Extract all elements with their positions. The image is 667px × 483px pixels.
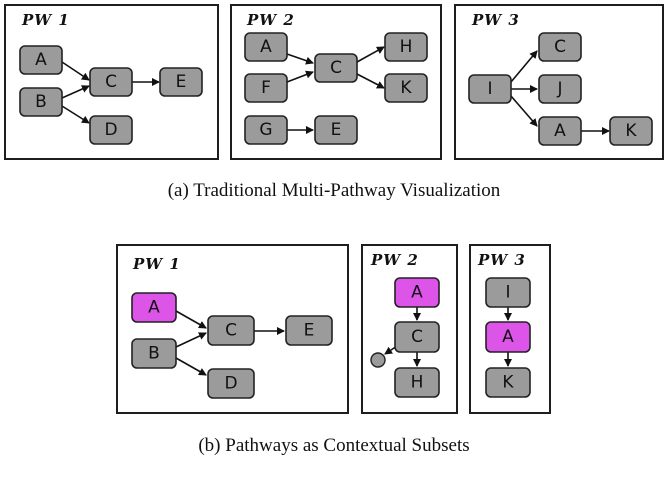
node-i: I: [485, 277, 531, 308]
figure-a: PW 1 A B C E D PW 2 A F C H K G E: [4, 4, 664, 201]
svg-text:A: A: [502, 327, 514, 347]
panel-title: PW 1: [132, 255, 181, 273]
svg-text:C: C: [411, 327, 423, 347]
node-i: I: [468, 74, 512, 104]
node-j: J: [538, 74, 582, 104]
context-node-dot: [370, 352, 386, 368]
caption-a: (a) Traditional Multi-Pathway Visualizat…: [168, 180, 501, 201]
node-h: H: [394, 367, 440, 398]
node-f: F: [244, 73, 288, 103]
svg-text:K: K: [502, 373, 514, 393]
svg-text:A: A: [260, 37, 272, 57]
node-c: C: [394, 321, 440, 353]
panel-a-pw3: PW 3 C I J A K: [454, 4, 664, 160]
node-c: C: [207, 315, 255, 346]
node-a: A: [19, 45, 63, 75]
svg-text:D: D: [224, 374, 237, 394]
node-c: C: [538, 32, 582, 62]
svg-text:C: C: [554, 37, 566, 57]
svg-text:J: J: [556, 79, 562, 99]
panel-a-pw1: PW 1 A B C E D: [4, 4, 219, 160]
node-e: E: [314, 115, 358, 145]
node-k: K: [609, 116, 653, 146]
caption-b: (b) Pathways as Contextual Subsets: [198, 435, 469, 456]
figure-b: PW 1 A B C E D PW 2 A C H PW 3: [116, 244, 551, 456]
node-d: D: [89, 115, 133, 145]
svg-text:K: K: [625, 121, 637, 141]
node-b: B: [131, 338, 177, 369]
svg-text:C: C: [225, 321, 237, 341]
node-c: C: [89, 67, 133, 97]
svg-text:A: A: [411, 283, 423, 303]
panel-title: PW 2: [246, 11, 295, 29]
node-a: A: [538, 116, 582, 146]
svg-text:D: D: [104, 120, 117, 140]
node-h: H: [384, 32, 428, 62]
node-g: G: [244, 115, 288, 145]
svg-text:I: I: [505, 283, 510, 303]
panel-a-pw2: PW 2 A F C H K G E: [230, 4, 442, 160]
svg-text:H: H: [411, 373, 424, 393]
svg-text:K: K: [400, 78, 412, 98]
svg-text:B: B: [35, 92, 47, 112]
svg-text:E: E: [304, 321, 315, 341]
node-a-highlighted: A: [394, 277, 440, 308]
node-e: E: [159, 67, 203, 97]
panel-title: PW 2: [370, 251, 419, 269]
node-k: K: [485, 367, 531, 398]
node-a: A: [244, 32, 288, 62]
node-a-highlighted: A: [485, 321, 531, 353]
panel-b-pw2: PW 2 A C H: [361, 244, 458, 414]
node-a-highlighted: A: [131, 292, 177, 323]
node-k: K: [384, 73, 428, 103]
panel-title: PW 1: [21, 11, 70, 29]
node-d: D: [207, 368, 255, 399]
panel-title: PW 3: [471, 11, 520, 29]
svg-text:B: B: [148, 344, 160, 364]
svg-text:C: C: [330, 58, 342, 78]
svg-text:E: E: [176, 72, 187, 92]
panel-b-pw3: PW 3 I A K: [469, 244, 551, 414]
svg-text:A: A: [35, 50, 47, 70]
svg-text:F: F: [261, 78, 271, 98]
svg-text:G: G: [259, 120, 272, 140]
node-c: C: [314, 53, 358, 83]
node-b: B: [19, 87, 63, 117]
svg-text:A: A: [148, 298, 160, 318]
panel-b-pw1: PW 1 A B C E D: [116, 244, 349, 414]
svg-text:I: I: [487, 79, 492, 99]
node-e: E: [285, 315, 333, 346]
svg-text:H: H: [400, 37, 413, 57]
panel-title: PW 3: [477, 251, 526, 269]
svg-text:E: E: [331, 120, 342, 140]
svg-text:A: A: [554, 121, 566, 141]
svg-text:C: C: [105, 72, 117, 92]
